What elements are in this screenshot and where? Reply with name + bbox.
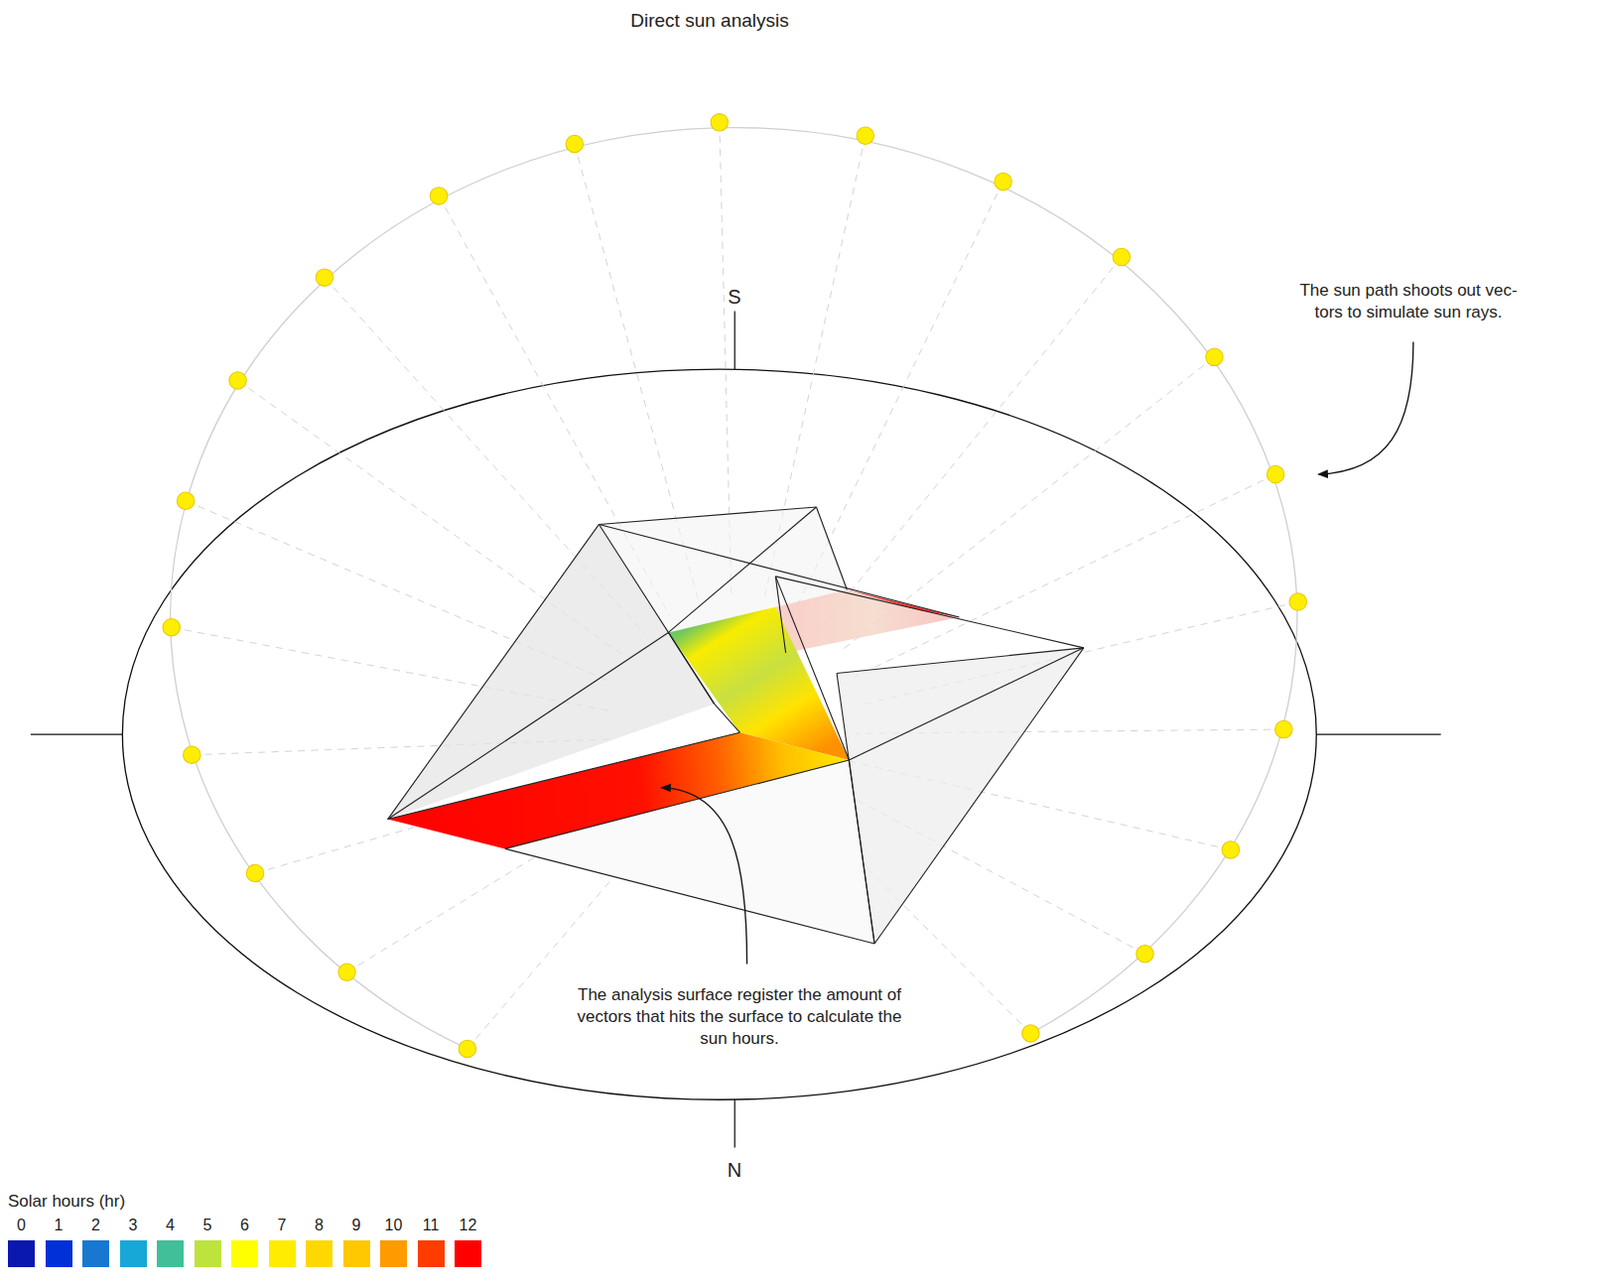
- sun-position: [1221, 841, 1239, 859]
- legend-swatch: [343, 1240, 371, 1268]
- legend-swatch: [156, 1240, 184, 1268]
- axis-line: [30, 734, 124, 736]
- legend-swatch: [380, 1240, 407, 1268]
- diagram-title: Direct sun analysis: [0, 9, 1420, 32]
- legend-value: 4: [155, 1216, 186, 1235]
- sun-position: [1275, 720, 1293, 738]
- sun-position: [246, 864, 264, 882]
- legend-value: 0: [6, 1216, 37, 1235]
- legend-swatch: [45, 1240, 73, 1268]
- legend-value: 3: [118, 1216, 148, 1235]
- legend-swatch: [82, 1240, 110, 1268]
- axis-line: [734, 311, 736, 371]
- sun-position: [856, 127, 874, 144]
- sun-rays: [162, 114, 1308, 1059]
- legend-value: 9: [341, 1216, 372, 1235]
- sun-position: [458, 1040, 476, 1058]
- sun-position: [565, 134, 583, 152]
- sun-position: [176, 492, 194, 510]
- legend-swatch: [231, 1240, 259, 1268]
- legend-swatch: [194, 1240, 222, 1268]
- sun-position: [1289, 593, 1307, 611]
- legend-swatch: [454, 1240, 482, 1268]
- legend-value: 10: [379, 1216, 409, 1235]
- legend-value: 2: [81, 1216, 112, 1235]
- sun-position: [1136, 945, 1154, 963]
- sun-position: [1022, 1025, 1040, 1043]
- legend-value: 6: [230, 1216, 261, 1235]
- legend-value: 8: [304, 1216, 335, 1235]
- sun-position: [710, 114, 728, 132]
- legend-value: 11: [415, 1216, 446, 1235]
- sun-position: [429, 187, 447, 205]
- callout-note: The sun path shoots out vec- tors to sim…: [1293, 279, 1524, 324]
- sun-position: [183, 746, 201, 764]
- legend-value: 12: [453, 1216, 484, 1235]
- legend-swatch: [305, 1240, 333, 1268]
- compass-label: N: [714, 1157, 755, 1184]
- compass-label: S: [714, 283, 755, 310]
- legend-swatch: [417, 1240, 445, 1268]
- sun-path-arc: [170, 128, 1298, 1050]
- horizon-ellipse: [122, 369, 1317, 1100]
- callout-note: The analysis surface register the amount…: [568, 984, 912, 1051]
- legend-value: 7: [266, 1216, 297, 1235]
- legend-title: Solar hours (hr): [7, 1191, 207, 1213]
- sun-position: [229, 372, 247, 390]
- axis-line: [1316, 734, 1441, 736]
- legend-value: 1: [43, 1216, 74, 1235]
- leader-line: [661, 788, 747, 965]
- sun-position: [994, 172, 1012, 190]
- legend-swatch: [7, 1240, 35, 1268]
- building-model: [388, 507, 1084, 944]
- sun-position: [315, 268, 333, 286]
- legend-swatch: [268, 1240, 296, 1268]
- legend-value: 5: [192, 1216, 223, 1235]
- leader-line: [1318, 341, 1414, 475]
- sun-ray: [819, 257, 1122, 630]
- sun-position: [1205, 348, 1223, 366]
- legend-swatch: [120, 1240, 147, 1268]
- sun-ray: [853, 474, 1276, 677]
- sun-position: [1112, 248, 1130, 266]
- sun-position: [162, 619, 180, 637]
- axis-line: [734, 1099, 736, 1148]
- sun-position: [1266, 465, 1284, 483]
- sun-position: [338, 963, 356, 981]
